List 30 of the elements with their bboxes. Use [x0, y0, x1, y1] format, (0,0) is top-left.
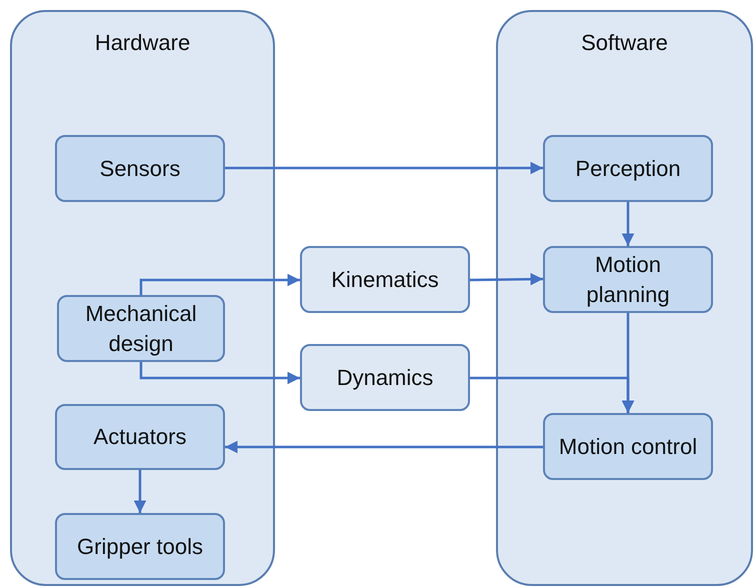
- arrow: [134, 470, 146, 513]
- box-label: Motion control: [558, 432, 698, 460]
- arrow: [470, 376, 634, 413]
- process-box: [543, 413, 713, 480]
- process-box: [55, 513, 225, 580]
- box-label: Kinematics: [330, 266, 440, 294]
- box-label: Sensors: [98, 154, 182, 182]
- box-label: Gripper tools: [76, 532, 204, 561]
- process-box: [300, 344, 470, 411]
- group-panel: [496, 10, 753, 586]
- arrow: [470, 272, 544, 286]
- process-box: [57, 295, 225, 362]
- box-label: Motion planning: [585, 250, 671, 309]
- group-panel: [10, 10, 275, 586]
- panel-heading: Software: [580, 29, 669, 57]
- process-box: [300, 246, 470, 313]
- box-label: Perception: [574, 154, 682, 183]
- box-label: Mechanical design: [84, 300, 198, 358]
- arrow: [225, 440, 543, 454]
- panel-heading: Hardware: [94, 29, 192, 57]
- arrow: [140, 362, 300, 384]
- arrow: [140, 274, 300, 295]
- process-box: [55, 404, 225, 470]
- process-box: [55, 135, 225, 202]
- box-label: Dynamics: [336, 364, 434, 392]
- arrow: [225, 162, 543, 174]
- box-label: Actuators: [92, 423, 188, 451]
- process-box: [543, 246, 713, 313]
- arrow: [622, 202, 634, 246]
- process-box: [543, 135, 713, 202]
